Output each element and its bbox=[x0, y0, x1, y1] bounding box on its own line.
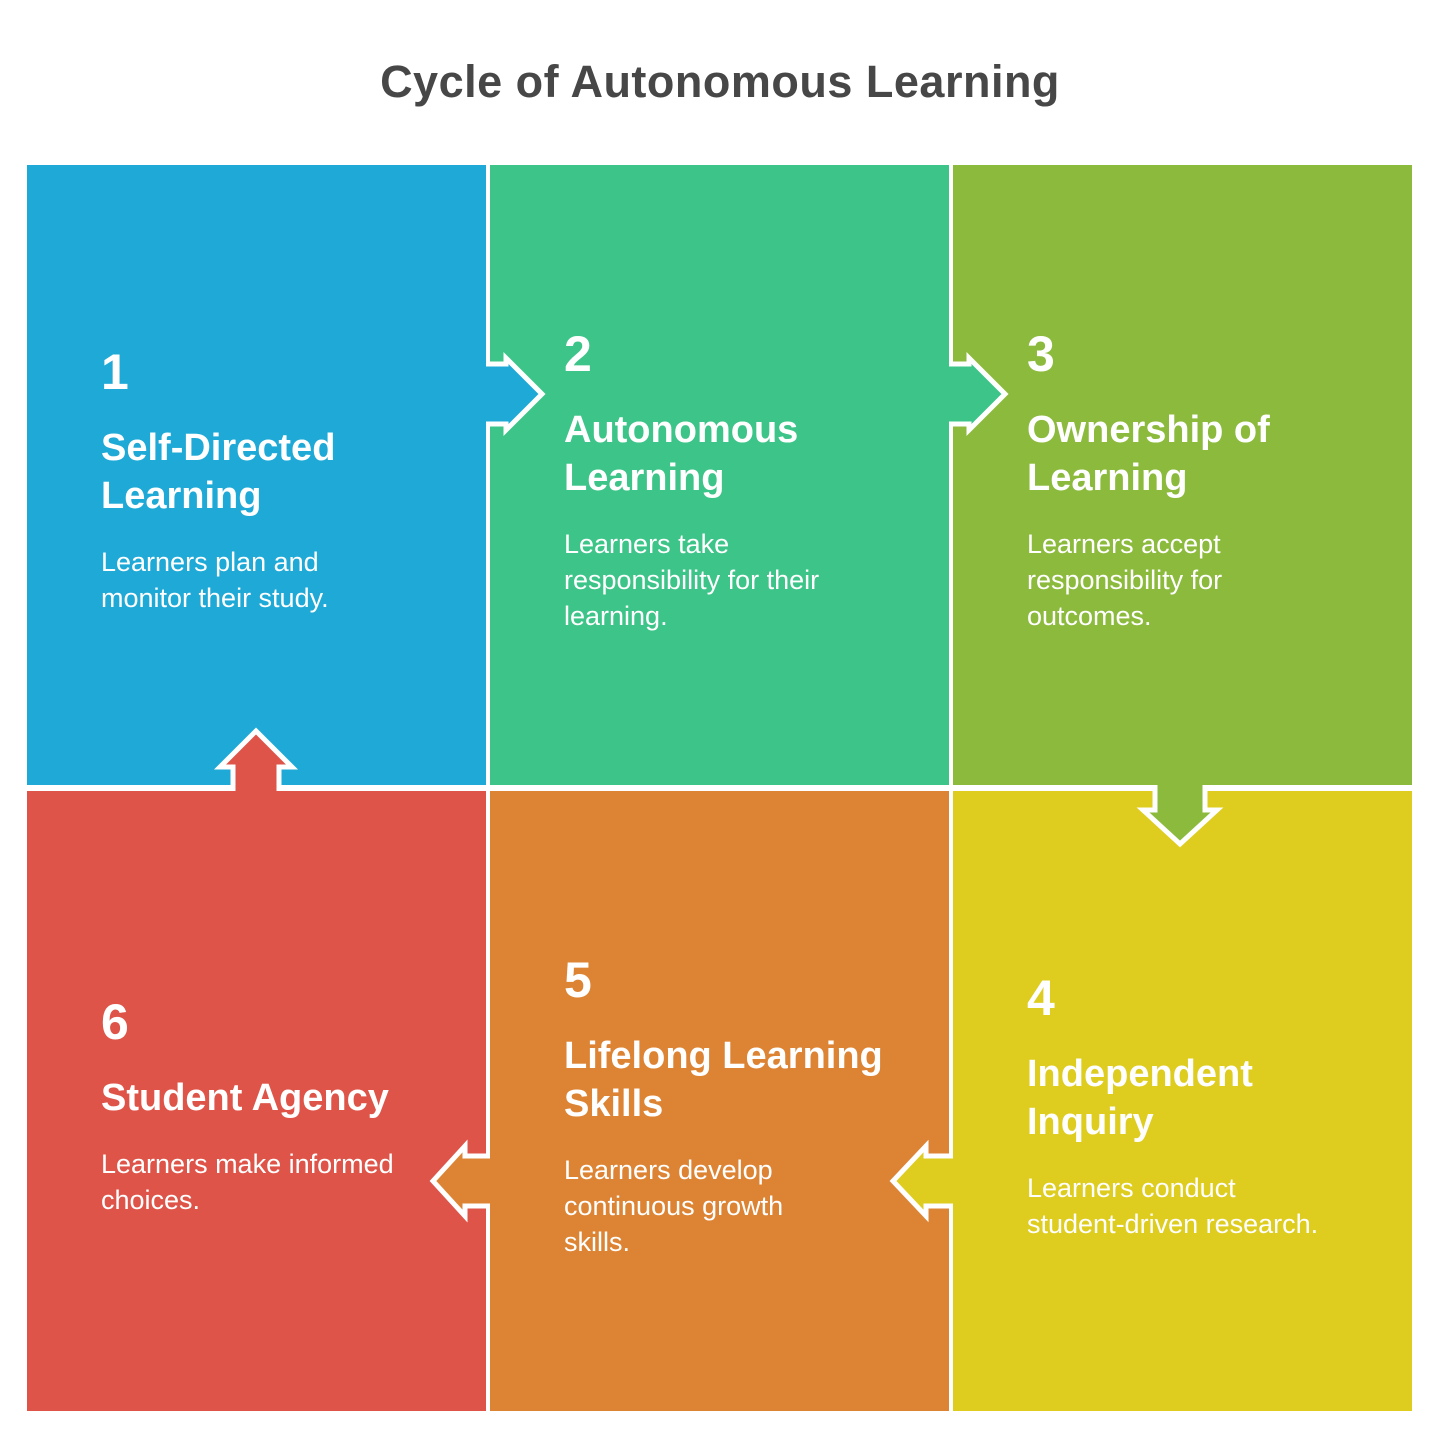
panel-step-2-autonomous-learning: 2 Autonomous Learning Learners take resp… bbox=[490, 165, 949, 785]
step-number: 5 bbox=[564, 952, 592, 1009]
panel-step-3-ownership-of-learning: 3 Ownership of Learning Learners accept … bbox=[953, 165, 1412, 785]
step-title: Ownership of Learning bbox=[1027, 409, 1270, 500]
step-title: Independent Inquiry bbox=[1027, 1053, 1253, 1144]
step-title: Lifelong Learning Skills bbox=[564, 1035, 883, 1126]
panel-step-6-student-agency: 6 Student Agency Learners make informed … bbox=[27, 791, 486, 1411]
panel-step-1-self-directed-learning: 1 Self-Directed Learning Learners plan a… bbox=[27, 165, 486, 785]
step-description: Learners make informed choices. bbox=[101, 1149, 394, 1215]
step-description: Learners take responsibility for their l… bbox=[564, 529, 820, 631]
step-title: Self-Directed Learning bbox=[101, 427, 336, 518]
step-title: Autonomous Learning bbox=[564, 409, 799, 500]
puzzle-grid: 1 Self-Directed Learning Learners plan a… bbox=[27, 165, 1412, 1411]
step-description: Learners accept responsibility for outco… bbox=[1027, 529, 1223, 631]
step-number: 2 bbox=[564, 326, 592, 383]
page-title: Cycle of Autonomous Learning bbox=[380, 56, 1060, 107]
step-description: Learners plan and monitor their study. bbox=[101, 546, 329, 613]
step-number: 4 bbox=[1027, 970, 1055, 1027]
step-description: Learners conduct student-driven research… bbox=[1027, 1172, 1319, 1239]
panel-step-5-lifelong-learning-skills: 5 Lifelong Learning Skills Learners deve… bbox=[490, 791, 949, 1411]
step-number: 3 bbox=[1027, 326, 1055, 383]
step-number: 1 bbox=[101, 344, 129, 401]
step-title: Student Agency bbox=[101, 1077, 389, 1120]
step-number: 6 bbox=[101, 994, 129, 1051]
panel-step-4-independent-inquiry: 4 Independent Inquiry Learners conduct s… bbox=[953, 791, 1412, 1411]
step-description: Learners develop continuous growth skill… bbox=[564, 1155, 784, 1257]
